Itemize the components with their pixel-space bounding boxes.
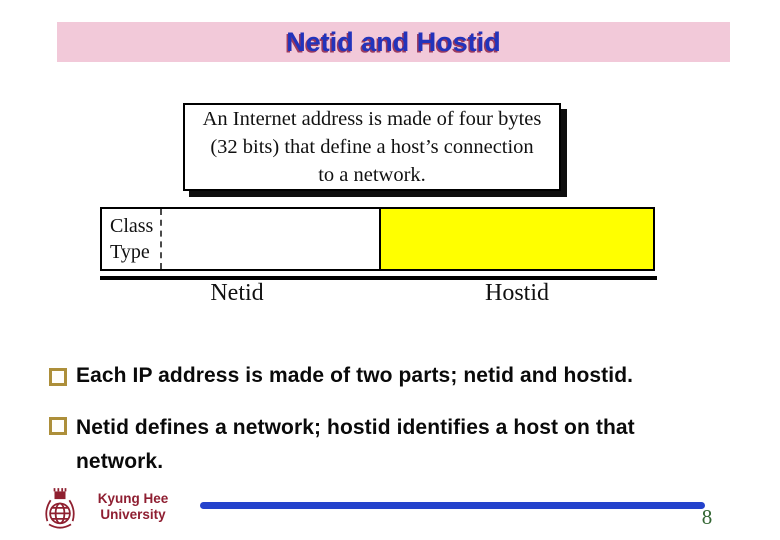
bullet-text: Each IP address is made of two parts; ne…: [76, 362, 633, 389]
netid-label: Netid: [210, 280, 264, 306]
institution-name: Kyung Hee University: [92, 491, 174, 523]
bullet-item: Netid defines a network; hostid identifi…: [49, 411, 635, 479]
page-number: 8: [701, 505, 713, 529]
bullet-line: Each IP address is made of two parts; ne…: [76, 364, 634, 387]
diagram-underline: [100, 276, 657, 280]
bullet-item: Each IP address is made of two parts; ne…: [49, 362, 633, 389]
class-type-divider: [160, 209, 162, 269]
hostid-label: Hostid: [484, 280, 549, 306]
institution-line: University: [100, 507, 166, 522]
address-diagram: Class Type: [100, 207, 655, 271]
bullet-line: Netid defines a network; hostid identifi…: [76, 416, 635, 439]
definition-line: An Internet address is made of four byte…: [202, 108, 542, 130]
footer-divider: [200, 502, 705, 509]
bullet-line: network.: [76, 450, 164, 473]
university-crest-icon: [45, 488, 75, 529]
square-bullet-icon: [49, 417, 67, 435]
definition-line: (32 bits) that define a host’s connectio…: [210, 136, 534, 158]
slide-title: Netid and Hostid: [286, 26, 501, 57]
title-bar: Netid and Hostid: [57, 22, 730, 62]
class-label: Class: [110, 215, 154, 237]
square-bullet-icon: [49, 368, 67, 386]
netid-section: Class Type: [102, 209, 379, 269]
bullet-text: Netid defines a network; hostid identifi…: [76, 411, 635, 479]
definition-line: to a network.: [318, 164, 426, 186]
institution-line: Kyung Hee: [97, 491, 169, 506]
type-label: Type: [110, 241, 150, 263]
hostid-section: [379, 209, 653, 269]
class-type-label: Class Type: [110, 213, 153, 265]
definition-box: An Internet address is made of four byte…: [183, 103, 561, 191]
